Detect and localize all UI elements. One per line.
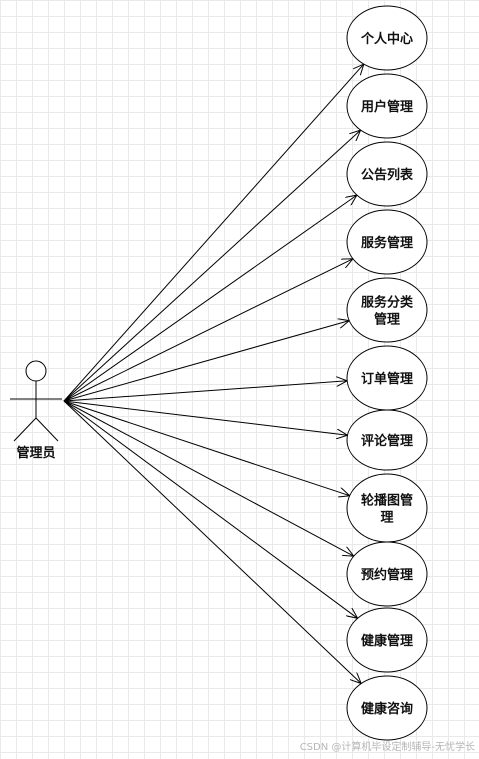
use-case-9[interactable]: 预约管理 <box>346 541 428 607</box>
association-line-3 <box>63 195 357 402</box>
actor-figure: 管理员 <box>10 360 62 461</box>
use-case-label: 订单管理 <box>361 371 413 387</box>
actor-left-leg <box>13 417 37 442</box>
use-case-ellipse <box>346 5 428 71</box>
use-case-label: 管理 <box>374 312 400 328</box>
use-case-label: 健康咨询 <box>361 701 413 717</box>
use-case-ellipse <box>346 607 428 673</box>
use-case-ellipse <box>346 141 428 207</box>
association-line-2 <box>63 130 361 402</box>
use-case-4[interactable]: 服务管理 <box>346 209 428 275</box>
use-case-3[interactable]: 公告列表 <box>346 141 428 207</box>
use-case-1[interactable]: 个人中心 <box>346 5 428 71</box>
actor-head <box>25 360 47 382</box>
use-case-label: 个人中心 <box>360 31 413 47</box>
use-case-2[interactable]: 用户管理 <box>346 73 428 139</box>
use-case-label: 轮播图管 <box>361 493 413 509</box>
watermark: CSDN @计算机毕设定制辅导-无忧学长 <box>299 742 475 753</box>
use-case-10[interactable]: 健康管理 <box>346 607 428 673</box>
association-line-5 <box>63 321 349 402</box>
use-case-ellipse <box>346 277 428 343</box>
association-line-8 <box>63 400 350 496</box>
use-case-label: 用户管理 <box>360 99 413 115</box>
use-case-label: 服务分类 <box>361 295 414 311</box>
association-line-1 <box>63 64 364 402</box>
use-case-6[interactable]: 订单管理 <box>346 345 428 411</box>
association-line-6 <box>63 381 347 402</box>
use-cases: 个人中心用户管理公告列表服务管理服务分类管理订单管理评论管理轮播图管理预约管理健… <box>346 5 428 741</box>
association-line-11 <box>63 400 361 684</box>
association-lines <box>63 64 364 684</box>
actor-right-leg <box>35 417 59 442</box>
use-case-7[interactable]: 评论管理 <box>346 409 428 471</box>
association-line-10 <box>63 400 358 618</box>
use-case-label: 理 <box>380 511 393 526</box>
use-case-ellipse <box>346 73 428 139</box>
use-case-label: 公告列表 <box>361 167 414 183</box>
use-case-label: 服务管理 <box>361 235 413 251</box>
use-case-ellipse <box>346 409 428 471</box>
use-case-ellipse <box>346 675 428 741</box>
actor-label: 管理员 <box>16 445 55 461</box>
association-line-9 <box>63 400 354 556</box>
association-line-7 <box>63 400 348 435</box>
use-case-ellipse <box>346 541 428 607</box>
use-case-label: 评论管理 <box>361 433 413 449</box>
use-case-11[interactable]: 健康咨询 <box>346 675 428 741</box>
association-line-4 <box>63 259 353 402</box>
use-case-label: 健康管理 <box>361 633 413 649</box>
use-case-ellipse <box>346 209 428 275</box>
use-case-label: 预约管理 <box>361 567 413 583</box>
